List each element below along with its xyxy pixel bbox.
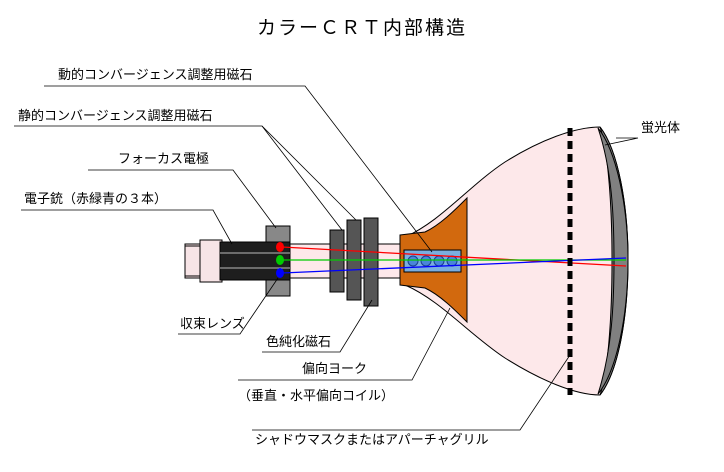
label-deflection-yoke-sub: （垂直・水平偏向コイル） bbox=[238, 388, 394, 404]
leader-dynamic-convergence bbox=[44, 85, 433, 253]
leader-shadow-mask bbox=[252, 354, 571, 431]
dcm-coil-1 bbox=[407, 255, 419, 267]
blue-emitter bbox=[276, 268, 284, 278]
static-convergence-magnet bbox=[329, 229, 345, 293]
label-focus-electrode: フォーカス電極 bbox=[118, 151, 209, 167]
label-electron-gun: 電子銃（赤緑青の３本） bbox=[24, 192, 167, 207]
label-static-convergence: 静的コンバージェンス調整用磁石 bbox=[18, 108, 212, 124]
label-deflection-yoke: 偏向ヨーク bbox=[302, 361, 367, 377]
dcm-coil-3 bbox=[433, 255, 445, 267]
label-dynamic-convergence: 動的コンバージェンス調整用磁石 bbox=[58, 67, 252, 83]
label-converging-lens: 収束レンズ bbox=[180, 316, 245, 332]
dcm-coil-2 bbox=[420, 255, 432, 267]
leader-deflection-yoke bbox=[238, 307, 451, 381]
leader-electron-gun bbox=[21, 209, 233, 245]
label-phosphor: 蛍光体 bbox=[641, 121, 680, 136]
red-emitter bbox=[276, 242, 284, 252]
label-purity-magnet: 色純化磁石 bbox=[266, 334, 331, 350]
neck-base bbox=[199, 239, 223, 283]
leader-converging-lens bbox=[178, 277, 279, 335]
diagram-title: カラーＣＲＴ内部構造 bbox=[257, 17, 467, 39]
purity-magnet bbox=[363, 217, 379, 307]
label-shadow-mask: シャドウマスクまたはアパーチャグリル bbox=[255, 433, 489, 448]
green-emitter bbox=[276, 255, 284, 265]
leader-focus-electrode bbox=[88, 169, 277, 229]
leader-static-convergence-b bbox=[261, 125, 357, 221]
phosphor-body bbox=[597, 127, 629, 395]
dcm-coil-4 bbox=[446, 255, 458, 267]
leader-lines bbox=[14, 85, 639, 431]
leader-purity-magnet bbox=[262, 299, 373, 353]
leader-phosphor bbox=[604, 137, 639, 146]
leader-static-convergence-a bbox=[14, 125, 343, 231]
